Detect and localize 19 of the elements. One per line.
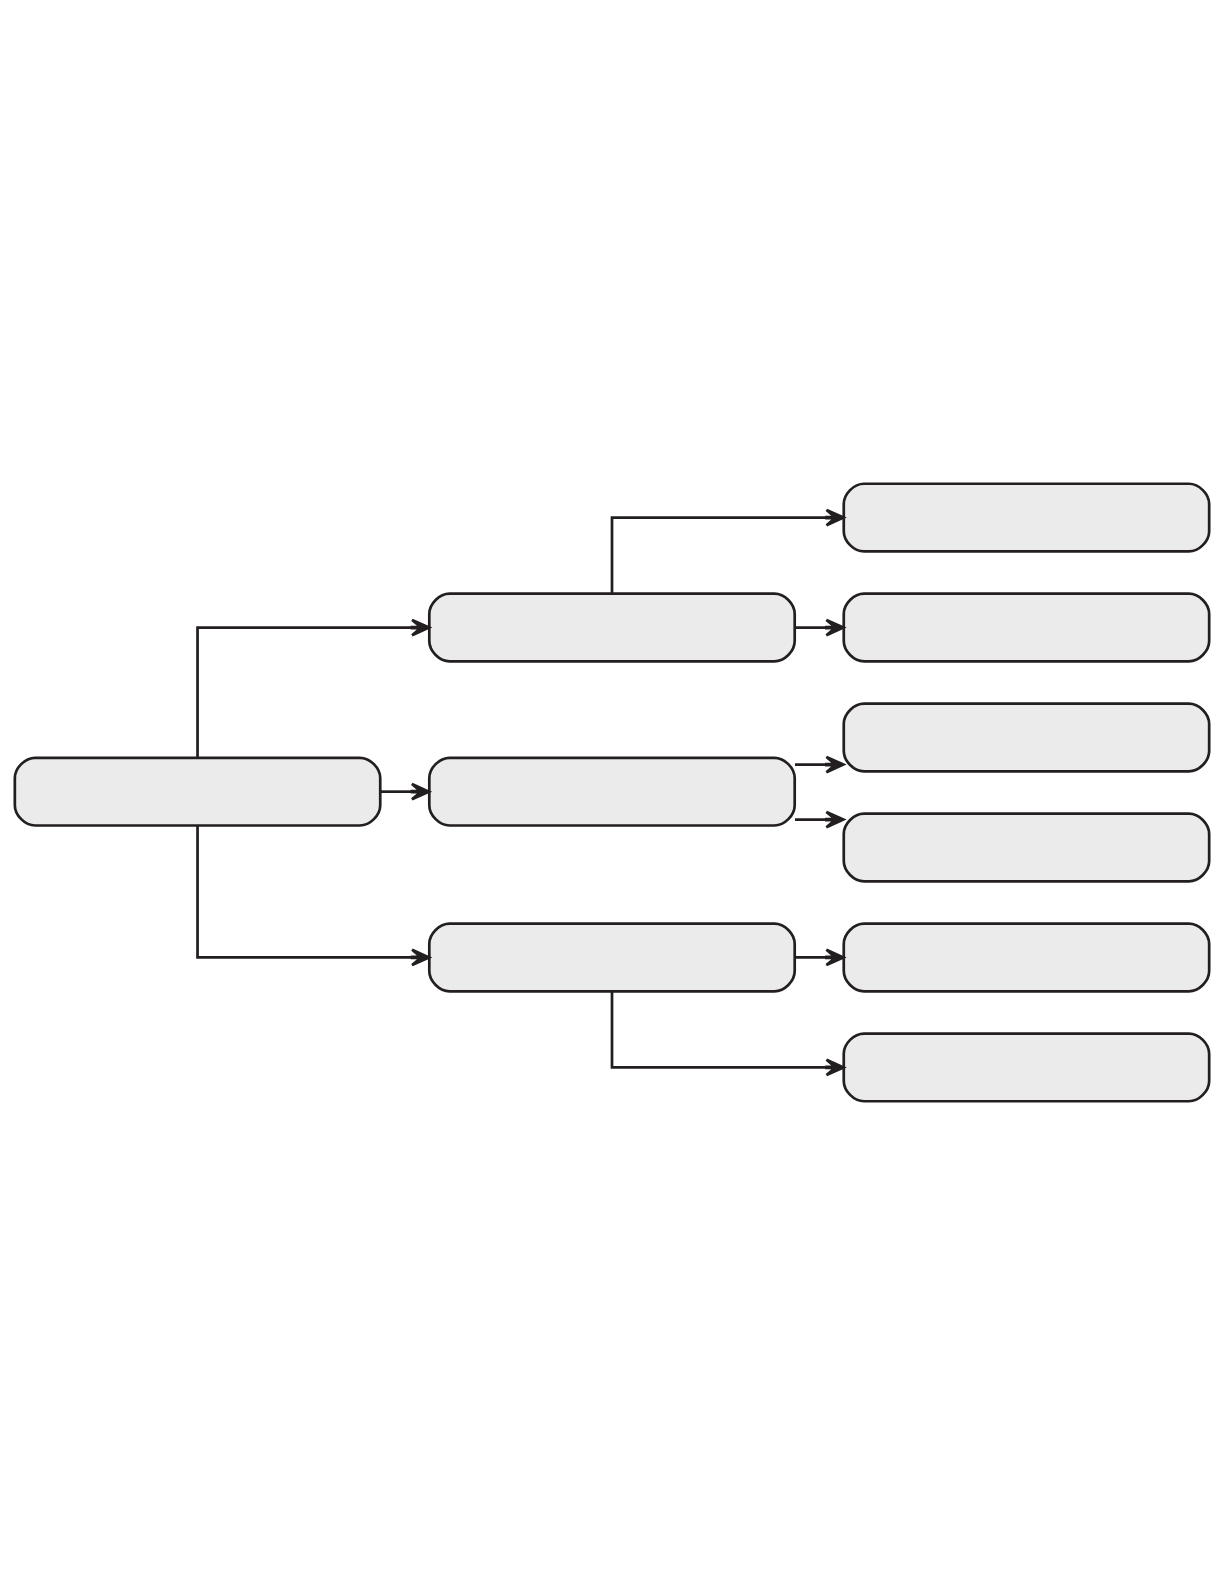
- arrow: [380, 782, 431, 801]
- arrow: [795, 947, 845, 966]
- arrow: [795, 810, 845, 829]
- node-box: [842, 481, 1211, 553]
- arrow: [196, 825, 431, 966]
- node-box: [842, 811, 1211, 883]
- node-box: [427, 755, 797, 827]
- arrow: [610, 508, 845, 593]
- node-box: [427, 921, 797, 993]
- node-box: [842, 1031, 1211, 1103]
- node-box: [13, 755, 382, 827]
- node-box: [842, 921, 1211, 993]
- arrow: [795, 618, 845, 637]
- arrow: [610, 991, 845, 1076]
- arrow: [196, 618, 431, 758]
- node-box: [842, 701, 1211, 773]
- node-box: [842, 591, 1211, 663]
- node-box: [427, 591, 797, 663]
- arrow: [795, 755, 845, 774]
